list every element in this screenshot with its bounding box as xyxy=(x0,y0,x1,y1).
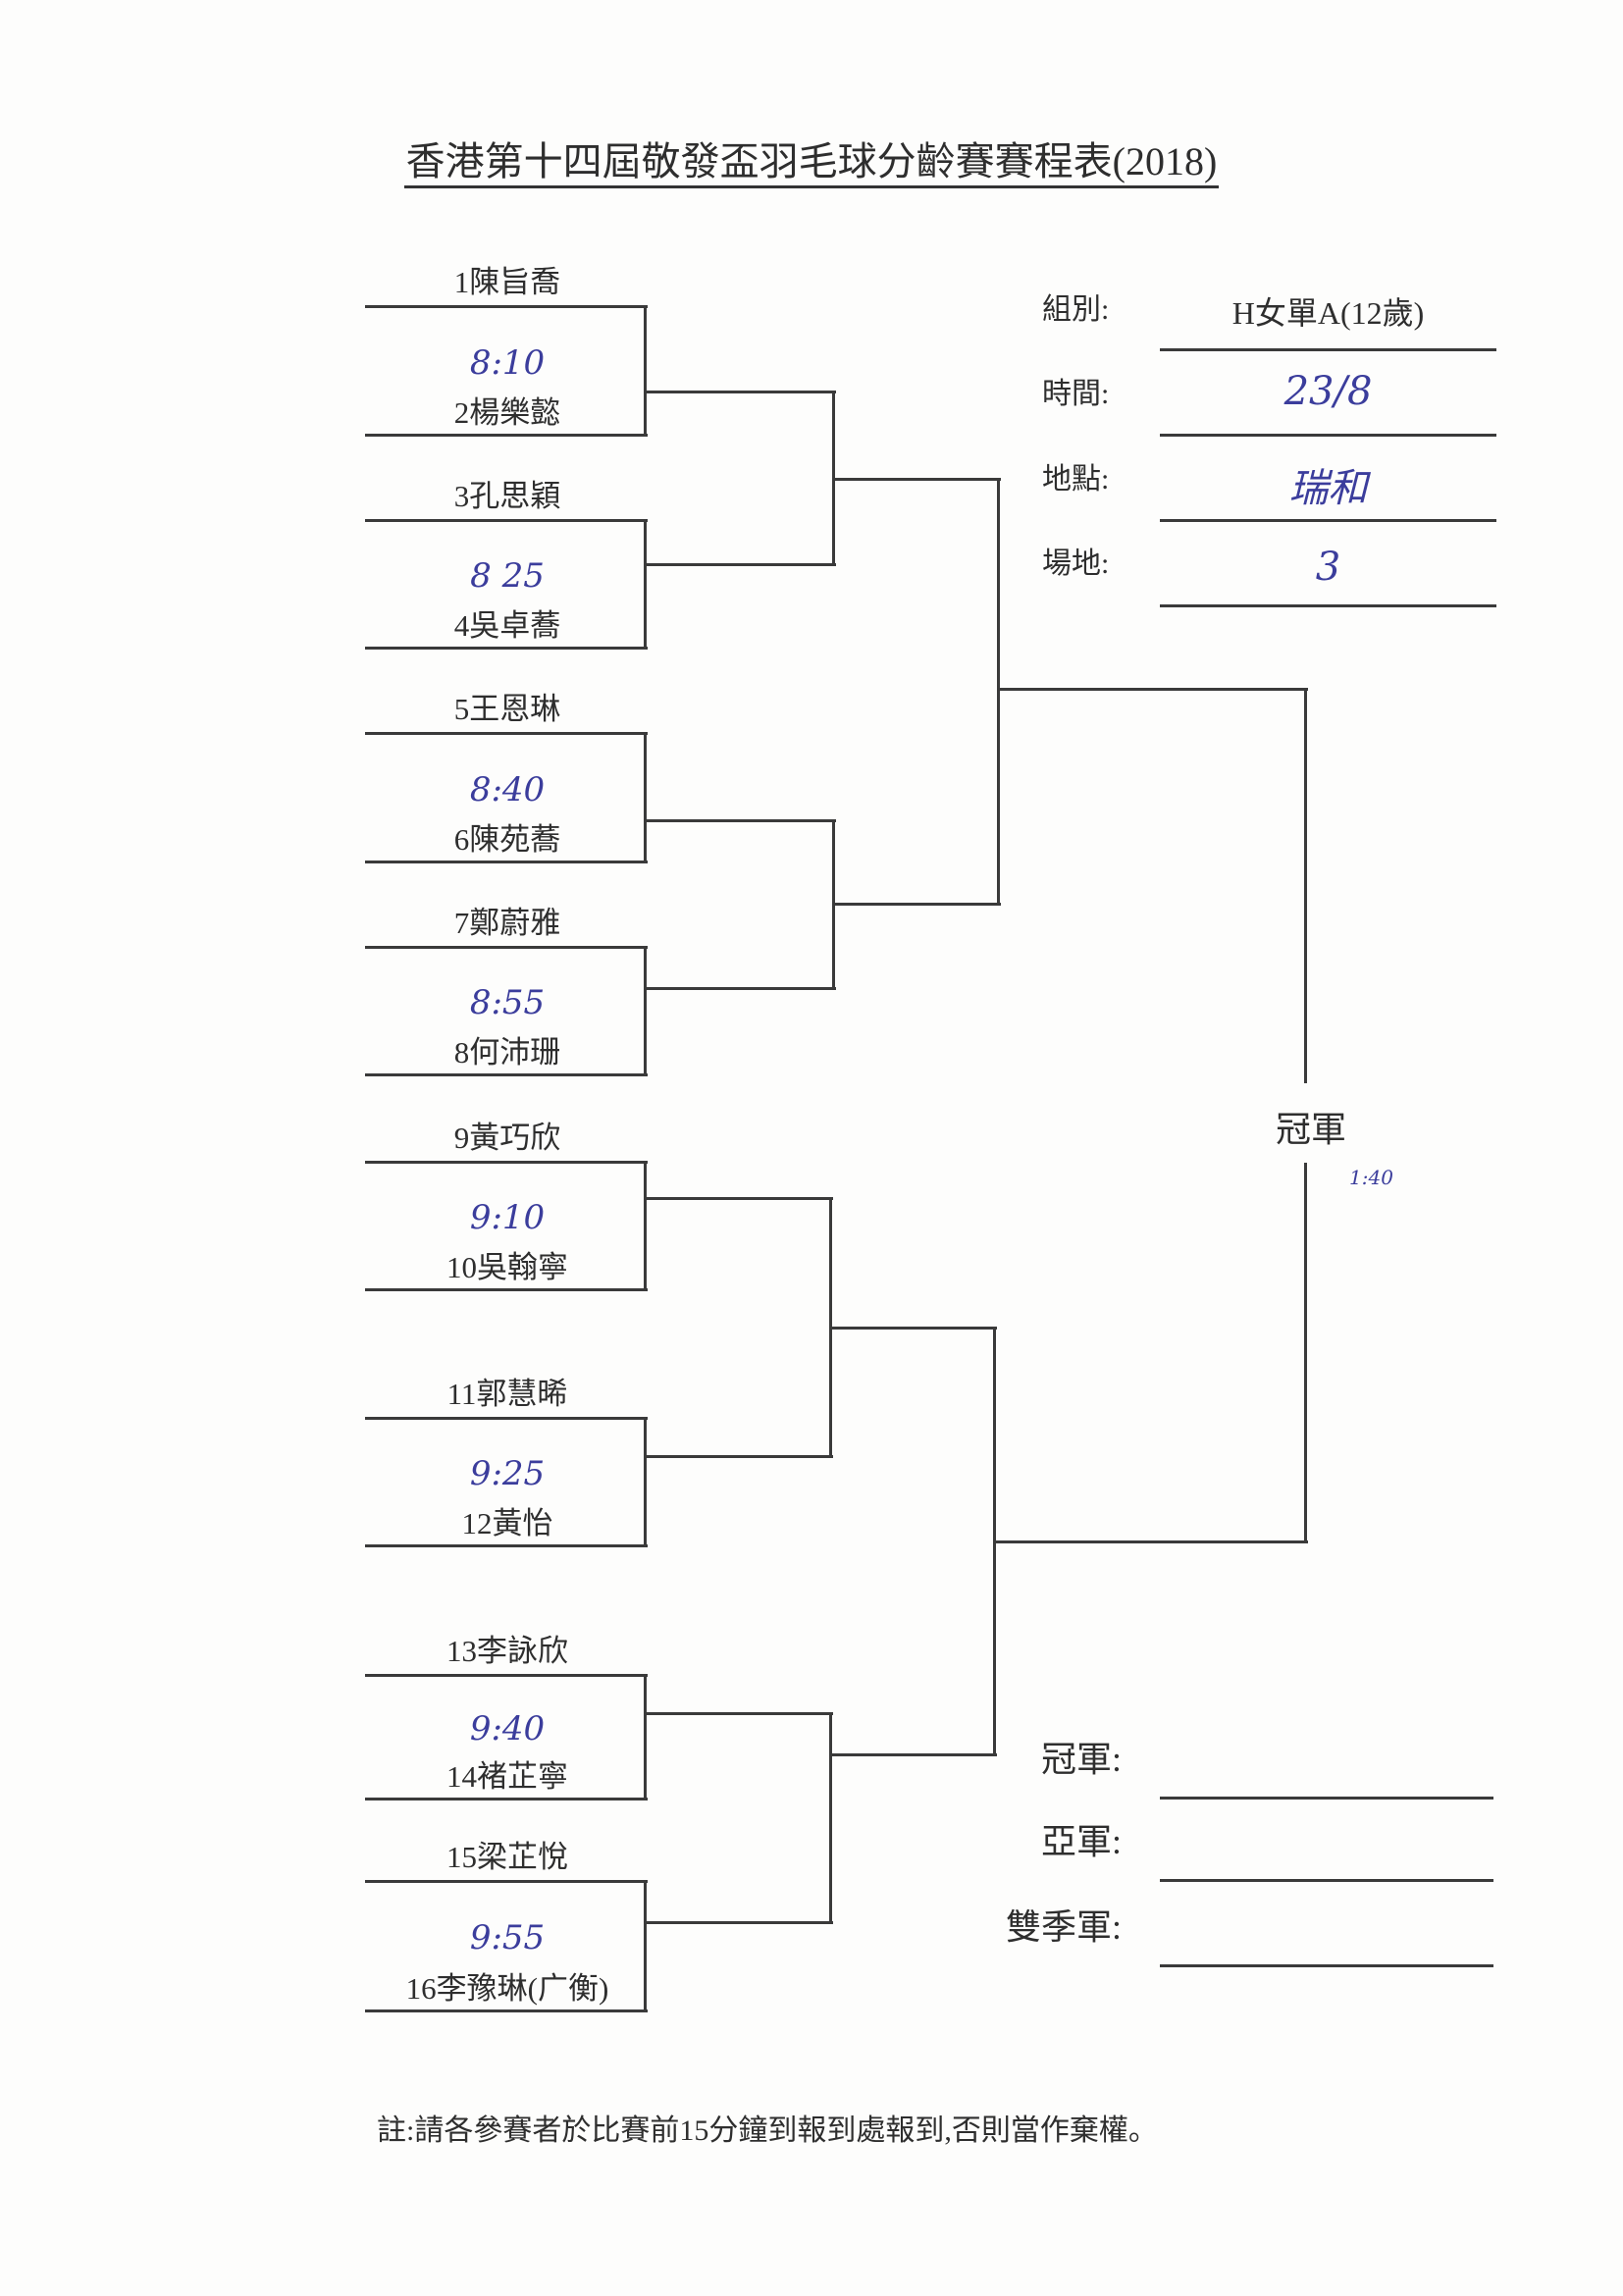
match-line-bottom xyxy=(365,434,648,437)
bracket-line xyxy=(645,1712,833,1715)
bracket-line xyxy=(645,1921,833,1924)
match-line-top xyxy=(365,519,648,522)
page-title: 香港第十四屆敬發盃羽毛球分齡賽賽程表(2018) xyxy=(0,130,1623,188)
match-time: 8:40 xyxy=(469,769,546,809)
time-line xyxy=(1160,434,1496,437)
match-time: 9:10 xyxy=(469,1198,546,1237)
player-name: 15梁芷悅 xyxy=(446,1840,568,1874)
match-line-bottom xyxy=(365,1288,648,1291)
match-line-bottom xyxy=(365,1073,648,1076)
match-line-side xyxy=(644,1881,647,2012)
match-line-top xyxy=(365,1417,648,1420)
player-name: 11郭慧晞 xyxy=(446,1377,568,1411)
player-name: 6陳苑蕎 xyxy=(453,822,561,857)
player-name: 3孔思穎 xyxy=(453,479,561,513)
match-line-top xyxy=(365,732,648,735)
bracket-line xyxy=(645,1455,833,1458)
player-name: 5王恩琳 xyxy=(453,692,561,726)
champion-line xyxy=(1160,1797,1493,1800)
player-name: 9黃巧欣 xyxy=(453,1121,561,1155)
time-value: 23/8 xyxy=(1283,369,1373,414)
match-line-top xyxy=(365,946,648,949)
court-label: 場地: xyxy=(1042,548,1110,580)
footnote: 註:請各參賽者於比賽前15分鐘到報到處報到,否則當作棄權。 xyxy=(377,2114,1158,2147)
match-line-side xyxy=(644,947,647,1076)
bracket-line xyxy=(833,903,1001,906)
match-time: 8 25 xyxy=(470,556,545,596)
match-line-bottom xyxy=(365,861,648,863)
match-line-side xyxy=(644,1418,647,1547)
player-name: 16李豫琳(广衡) xyxy=(405,1971,609,2006)
runner-up-line xyxy=(1160,1879,1493,1882)
bracket-line xyxy=(830,1753,997,1756)
match-line-bottom xyxy=(365,647,648,650)
venue-label: 地點: xyxy=(1042,463,1110,496)
bracket-line xyxy=(830,1327,997,1330)
player-name: 1陳旨喬 xyxy=(453,265,561,299)
player-name: 2楊樂懿 xyxy=(453,395,561,430)
group-value: H女單A(12歲) xyxy=(1231,295,1425,331)
final-label: 冠軍 xyxy=(1276,1110,1347,1149)
match-line-bottom xyxy=(365,1544,648,1547)
player-name: 13李詠欣 xyxy=(446,1634,568,1668)
match-time: 9:40 xyxy=(469,1709,546,1748)
bracket-line xyxy=(998,688,1308,691)
group-label: 組別: xyxy=(1042,293,1110,326)
champion-label: 冠軍: xyxy=(1040,1740,1122,1779)
bracket-line xyxy=(997,479,1000,906)
match-line-side xyxy=(644,520,647,650)
court-value: 3 xyxy=(1315,545,1341,590)
third-place-line xyxy=(1160,1964,1493,1967)
bracket-line xyxy=(645,987,836,990)
match-line-side xyxy=(644,733,647,863)
bracket-line xyxy=(1304,1163,1307,1543)
bracket-line xyxy=(645,563,836,566)
match-time: 8:10 xyxy=(469,342,546,383)
match-line-top xyxy=(365,1674,648,1677)
bracket-line xyxy=(645,1197,833,1200)
bracket-line xyxy=(829,1713,832,1924)
match-line-bottom xyxy=(365,1798,648,1800)
venue-line xyxy=(1160,519,1496,522)
match-time: 9:55 xyxy=(469,1918,546,1957)
third-place-label: 雙季軍: xyxy=(1005,1907,1122,1947)
player-name: 14褚芷寧 xyxy=(446,1759,568,1794)
runner-up-label: 亞軍: xyxy=(1040,1822,1122,1861)
match-line-top xyxy=(365,1880,648,1883)
court-line xyxy=(1160,604,1496,607)
match-line-side xyxy=(644,1162,647,1291)
match-line-side xyxy=(644,306,647,437)
player-name: 8何沛珊 xyxy=(453,1035,561,1070)
player-name: 12黃怡 xyxy=(461,1506,553,1540)
match-line-side xyxy=(644,1675,647,1800)
bracket-line xyxy=(645,391,836,393)
time-label: 時間: xyxy=(1042,378,1110,410)
match-time: 9:25 xyxy=(469,1454,546,1493)
venue-value: 瑞和 xyxy=(1288,466,1368,511)
match-line-bottom xyxy=(365,2009,648,2012)
player-name: 10吳翰寧 xyxy=(446,1250,568,1284)
player-name: 4吳卓蕎 xyxy=(453,608,561,643)
match-line-top xyxy=(365,305,648,308)
player-name: 7鄭蔚雅 xyxy=(453,906,561,940)
match-line-top xyxy=(365,1161,648,1164)
bracket-line xyxy=(833,478,1001,481)
bracket-line xyxy=(1304,689,1307,1083)
match-time: 8:55 xyxy=(469,983,546,1022)
bracket-line xyxy=(994,1540,1308,1543)
group-line xyxy=(1160,348,1496,351)
title-text: 香港第十四屆敬發盃羽毛球分齡賽賽程表(2018) xyxy=(403,139,1220,188)
final-time: 1:40 xyxy=(1349,1166,1393,1189)
bracket-line xyxy=(645,819,836,822)
